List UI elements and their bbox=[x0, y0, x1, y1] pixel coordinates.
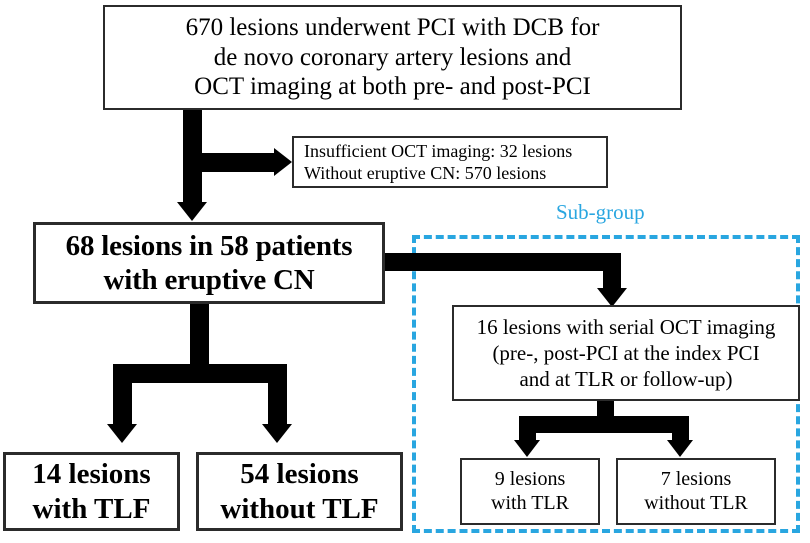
arrow-serial-vertical bbox=[603, 253, 621, 291]
node-serial-oct-line-3: and at TLR or follow-up) bbox=[519, 367, 733, 392]
arrow-tlr-no-stem bbox=[672, 416, 689, 444]
node-excluded-line-2: Without eruptive CN: 570 lesions bbox=[304, 163, 547, 183]
node-serial-oct-line-1: 16 lesions with serial OCT imaging bbox=[476, 314, 776, 339]
arrow-serial-head bbox=[597, 288, 627, 307]
arrow-tlr-yes-head bbox=[514, 440, 540, 457]
node-tlf-no-line-2: without TLF bbox=[220, 492, 379, 525]
arrow-enrolled-head bbox=[177, 202, 207, 221]
node-eruptive-cn-line-2: with eruptive CN bbox=[103, 264, 315, 296]
arrow-enrolled-stem bbox=[183, 110, 202, 206]
node-tlr-no-line-1: 7 lesions bbox=[660, 467, 732, 490]
arrow-excluded-head bbox=[274, 148, 292, 176]
arrow-tlf-yes-head bbox=[107, 424, 137, 443]
arrow-serial-horizontal bbox=[385, 253, 621, 271]
node-enrolled-line-2: de novo coronary artery lesions and bbox=[213, 43, 572, 71]
subgroup-label: Sub-group bbox=[556, 200, 645, 224]
arrow-eruptive-stem bbox=[190, 304, 209, 372]
node-tlr-yes-line-2: with TLR bbox=[491, 491, 569, 514]
node-enrolled: 670 lesions underwent PCI with DCB for d… bbox=[103, 5, 682, 110]
arrow-tlr-no-head bbox=[667, 440, 693, 457]
node-excluded-line-1: Insufficient OCT imaging: 32 lesions bbox=[304, 140, 573, 161]
arrow-tlr-yes-stem bbox=[519, 416, 536, 444]
node-serial-oct-line-2: (pre-, post-PCI at the index PCI bbox=[492, 340, 760, 365]
node-tlr-yes-line-1: 9 lesions bbox=[494, 467, 566, 490]
node-tlf-no: 54 lesions without TLF bbox=[196, 452, 403, 531]
arrow-excluded-stem bbox=[195, 153, 277, 172]
node-tlf-yes-line-1: 14 lesions bbox=[32, 458, 151, 491]
node-excluded: Insufficient OCT imaging: 32 lesions Wit… bbox=[292, 136, 608, 188]
node-tlf-yes-line-2: with TLF bbox=[32, 492, 151, 525]
node-tlr-yes: 9 lesions with TLR bbox=[460, 458, 600, 525]
arrow-tlf-yes-stem bbox=[113, 364, 132, 426]
node-tlr-no-line-2: without TLR bbox=[644, 491, 748, 514]
arrow-serial-crossbar bbox=[519, 416, 689, 433]
arrow-eruptive-crossbar bbox=[113, 364, 287, 383]
node-tlf-no-line-1: 54 lesions bbox=[240, 458, 359, 491]
node-eruptive-cn: 68 lesions in 58 patients with eruptive … bbox=[33, 222, 385, 304]
node-enrolled-line-1: 670 lesions underwent PCI with DCB for bbox=[185, 14, 600, 42]
node-tlr-no: 7 lesions without TLR bbox=[616, 458, 776, 525]
arrow-tlf-no-head bbox=[262, 424, 292, 443]
node-enrolled-line-3: OCT imaging at both pre- and post-PCI bbox=[194, 73, 591, 101]
node-tlf-yes: 14 lesions with TLF bbox=[3, 452, 180, 531]
node-serial-oct: 16 lesions with serial OCT imaging (pre-… bbox=[452, 305, 800, 401]
arrow-tlf-no-stem bbox=[268, 364, 287, 426]
node-eruptive-cn-line-1: 68 lesions in 58 patients bbox=[65, 229, 353, 262]
